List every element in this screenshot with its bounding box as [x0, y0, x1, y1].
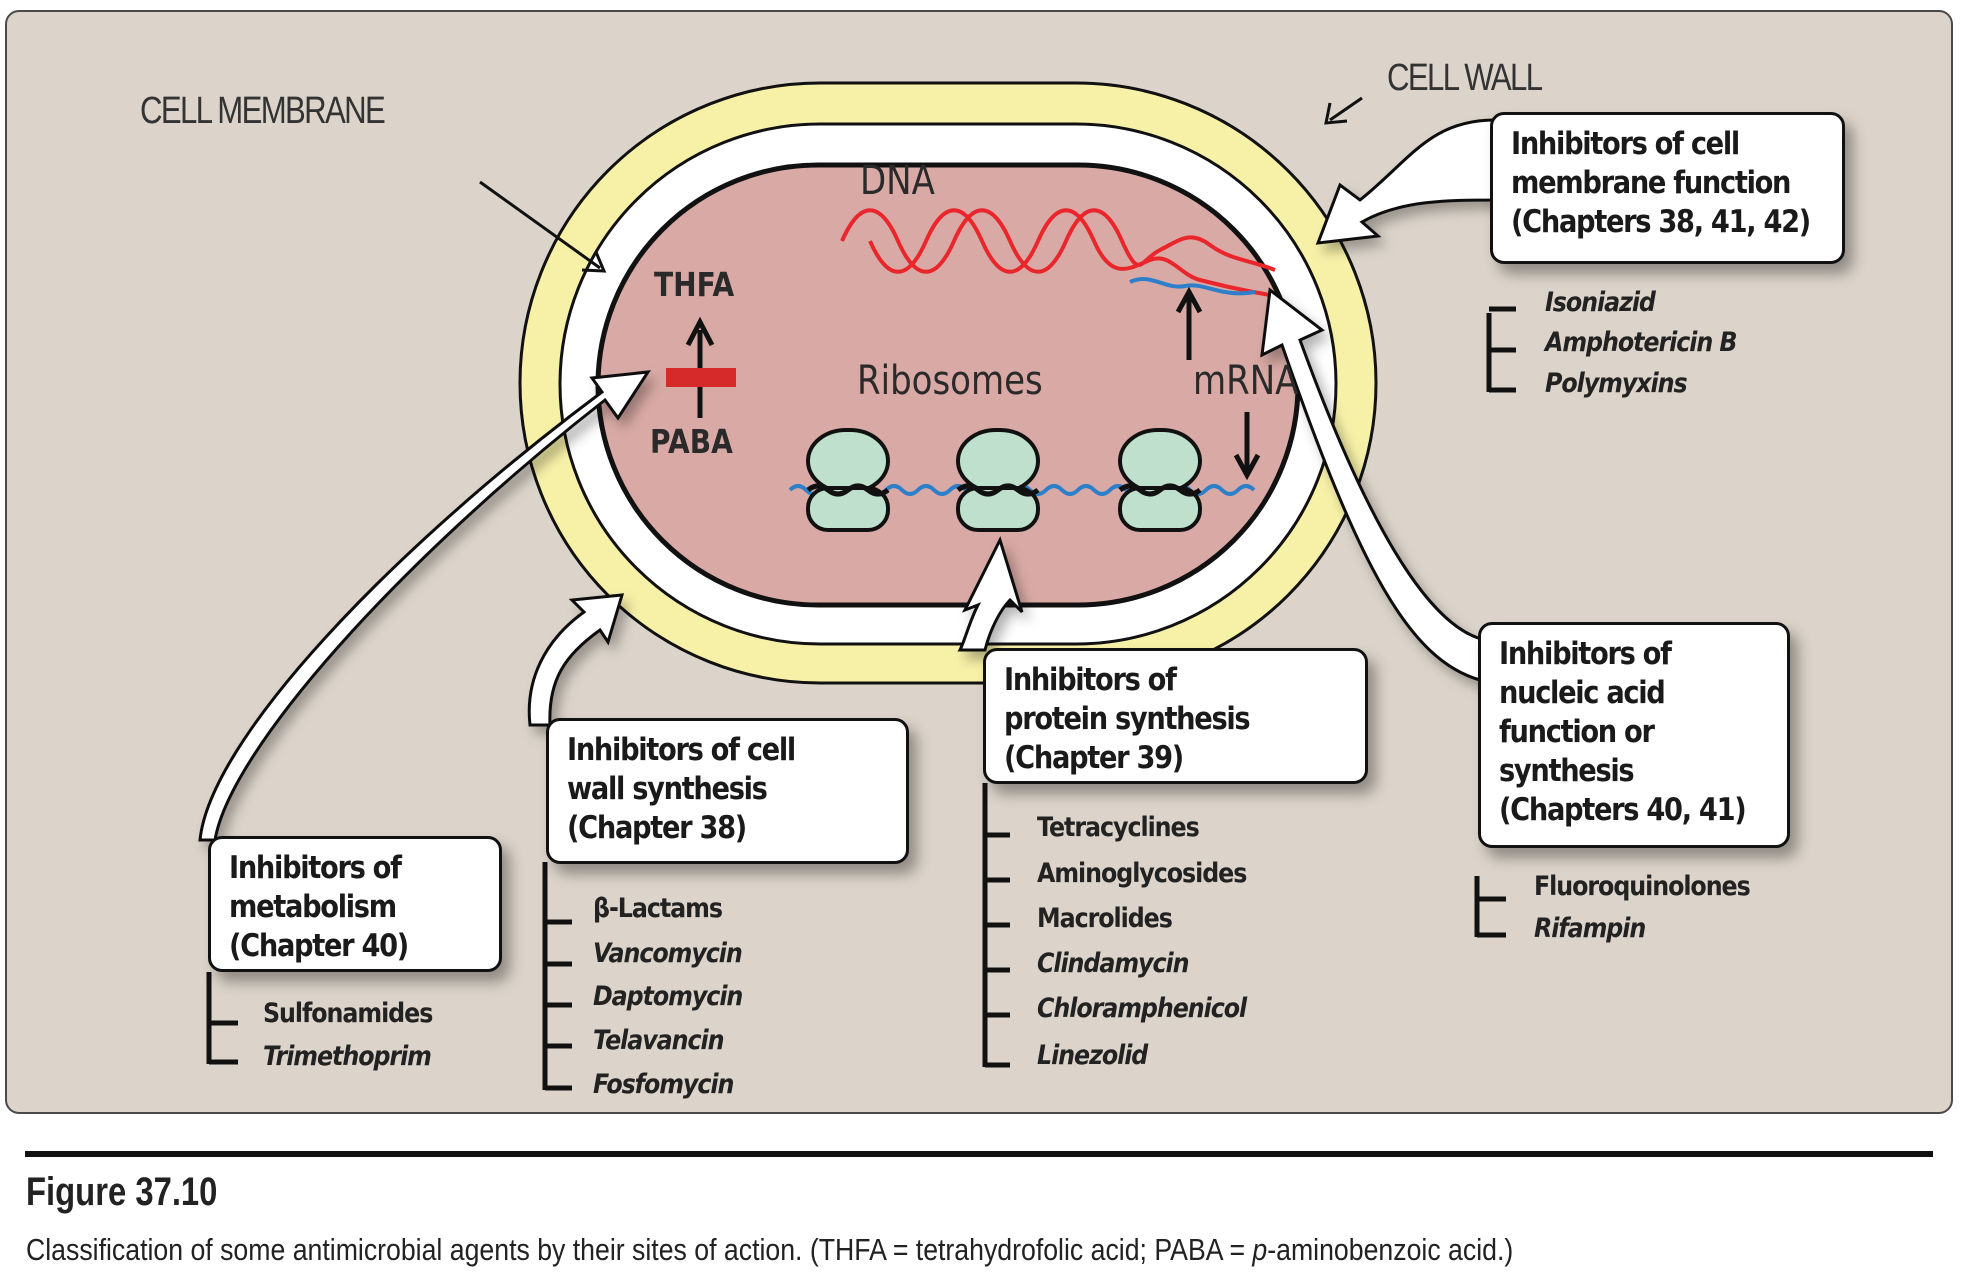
cell-wall-label: CELL WALL: [1387, 57, 1543, 99]
nucleic-box-line-1: Inhibitors of: [1499, 636, 1672, 672]
nucleic-box-line-5: (Chapters 40, 41): [1499, 792, 1747, 828]
drug-tetracyclines: Tetracyclines: [1037, 812, 1200, 843]
figure-title: Figure 37.10: [26, 1170, 218, 1214]
drug-clindamycin: Clindamycin: [1037, 948, 1190, 979]
drug-beta-lactams: β-Lactams: [593, 893, 723, 924]
cell-membrane-pointer: [479, 180, 607, 273]
caption-italic-p: p: [1252, 1232, 1268, 1267]
drug-fosfomycin: Fosfomycin: [593, 1069, 734, 1100]
membrane-box-line-2: membrane function: [1511, 165, 1791, 201]
metabolism-inhibitors-box: Inhibitors of metabolism (Chapter 40): [208, 836, 502, 972]
wall-box-line-3: (Chapter 38): [567, 810, 747, 846]
metabolism-box-line-2: metabolism: [229, 889, 397, 925]
nucleic-box-line-2: nucleic acid: [1499, 675, 1666, 711]
protein-callout-arrow: [957, 535, 1024, 652]
ribosome-1: [806, 428, 890, 532]
figure-caption: Classification of some antimicrobial age…: [26, 1232, 1513, 1268]
protein-box-line-2: protein synthesis: [1004, 701, 1251, 737]
paba-label: PABA: [650, 422, 733, 461]
drug-rifampin: Rifampin: [1534, 913, 1646, 944]
protein-box-line-3: (Chapter 39): [1004, 740, 1184, 776]
ribosomes-label: Ribosomes: [857, 358, 1043, 404]
drug-telavancin: Telavancin: [593, 1025, 725, 1056]
drug-macrolides: Macrolides: [1037, 903, 1173, 934]
protein-drug-bracket: [982, 783, 1010, 1068]
drug-daptomycin: Daptomycin: [593, 981, 743, 1012]
metabolism-box-line-1: Inhibitors of: [229, 850, 402, 886]
drug-polymyxins: Polymyxins: [1545, 368, 1688, 399]
drug-vancomycin: Vancomycin: [593, 938, 743, 969]
membrane-inhibitors-box: Inhibitors of cell membrane function (Ch…: [1490, 112, 1845, 264]
protein-box-line-1: Inhibitors of: [1004, 662, 1177, 698]
caption-text-end: -aminobenzoic acid.): [1267, 1232, 1514, 1267]
nucleic-drug-bracket: [1474, 876, 1506, 938]
membrane-box-line-1: Inhibitors of cell: [1511, 126, 1740, 162]
wall-drug-bracket: [542, 862, 572, 1091]
drug-sulfonamides: Sulfonamides: [263, 998, 433, 1029]
dna-label: DNA: [860, 158, 935, 204]
membrane-callout-arrow: [1315, 118, 1497, 245]
metabolism-drug-bracket: [206, 972, 238, 1065]
translation-arrow: [1233, 412, 1261, 481]
drug-aminoglycosides: Aminoglycosides: [1037, 858, 1247, 889]
ribosome-3: [1118, 428, 1202, 532]
mrna-label: mRNA: [1193, 358, 1299, 404]
wall-box-line-2: wall synthesis: [567, 771, 768, 807]
drug-isoniazid: Isoniazid: [1545, 287, 1656, 318]
thfa-label: THFA: [654, 265, 735, 304]
nucleic-callout-arrow: [1260, 287, 1487, 682]
metabolism-box-line-3: (Chapter 40): [229, 928, 409, 964]
membrane-drug-bracket: [1486, 306, 1516, 393]
transcription-arrow: [1175, 286, 1203, 360]
caption-rule: [25, 1151, 1933, 1157]
cell-membrane-label: CELL MEMBRANE: [140, 90, 386, 132]
nucleic-box-line-4: synthesis: [1499, 753, 1635, 789]
ribosome-2: [956, 428, 1040, 532]
dna-strand-2: [868, 208, 1271, 297]
drug-trimethoprim: Trimethoprim: [263, 1041, 432, 1072]
drug-chloramphenicol: Chloramphenicol: [1037, 993, 1247, 1024]
caption-text-start: Classification of some antimicrobial age…: [26, 1232, 1253, 1267]
dna-strand-1: [840, 208, 1276, 274]
membrane-box-line-3: (Chapters 38, 41, 42): [1511, 204, 1811, 240]
mrna-transcript: [1129, 276, 1256, 296]
wall-inhibitors-box: Inhibitors of cell wall synthesis (Chapt…: [546, 718, 909, 864]
protein-inhibitors-box: Inhibitors of protein synthesis (Chapter…: [983, 648, 1368, 784]
wall-callout-arrow: [527, 593, 625, 727]
drug-linezolid: Linezolid: [1037, 1040, 1148, 1071]
metabolism-block-bar: [666, 368, 736, 387]
wall-box-line-1: Inhibitors of cell: [567, 732, 796, 768]
drug-fluoroquinolones: Fluoroquinolones: [1534, 871, 1751, 902]
nucleic-inhibitors-box: Inhibitors of nucleic acid function or s…: [1478, 622, 1790, 848]
metabolism-callout-arrow: [198, 370, 651, 842]
drug-amphotericin-b: Amphotericin B: [1545, 327, 1738, 358]
cell-wall-pointer: [1324, 96, 1363, 125]
nucleic-box-line-3: function or: [1499, 714, 1655, 750]
